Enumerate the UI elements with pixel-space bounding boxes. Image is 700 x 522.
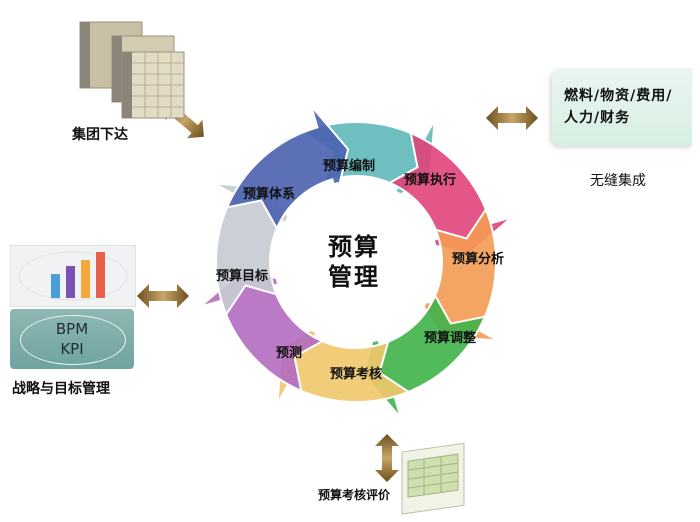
ring-center-disc (274, 180, 438, 344)
bpm-kpi-box: BPM KPI (10, 309, 134, 369)
evaluation-form-icon (401, 442, 465, 515)
cycle-segment-label-6: 预测 (276, 345, 302, 361)
center-title: 预算 管理 (310, 232, 398, 292)
cycle-segment-label-5: 预算考核 (330, 366, 382, 382)
cycle-segment-label-8: 预算体系 (243, 186, 295, 202)
cycle-segment-8 (225, 105, 350, 231)
cycle-segment-label-3: 预算分析 (452, 251, 504, 267)
bar-chart-icon (10, 245, 136, 307)
bar-2 (66, 266, 75, 298)
evaluation-connector-arrow (375, 434, 399, 482)
cycle-segment-label-2: 预算执行 (404, 172, 456, 188)
bar-3 (81, 260, 90, 298)
spreadsheet-stack-icon (79, 21, 185, 119)
center-title-line1: 预算 (328, 233, 380, 261)
cycle-segment-label-7: 预算目标 (216, 268, 268, 284)
integration-connector-arrow (486, 106, 538, 130)
integration-line2: 人力/财务 (564, 110, 631, 126)
kpi-label: KPI (60, 340, 84, 358)
integration-box: 燃料/物资/费用/ 人力/财务 (552, 68, 692, 146)
strategy-caption: 战略与目标管理 (12, 381, 110, 397)
group-issue-label: 集团下达 (72, 127, 128, 143)
cycle-segment-label-4: 预算调整 (424, 330, 477, 346)
bar-4 (96, 252, 105, 298)
center-title-line2: 管理 (328, 263, 380, 291)
bpm-label: BPM (55, 320, 89, 338)
integration-caption: 无缝集成 (590, 173, 646, 189)
bar-1 (51, 274, 60, 298)
cycle-segment-label-1: 预算编制 (323, 158, 375, 174)
integration-line1: 燃料/物资/费用/ (564, 88, 673, 104)
evaluation-caption: 预算考核评价 (318, 488, 391, 502)
strategy-connector-arrow (137, 284, 189, 308)
